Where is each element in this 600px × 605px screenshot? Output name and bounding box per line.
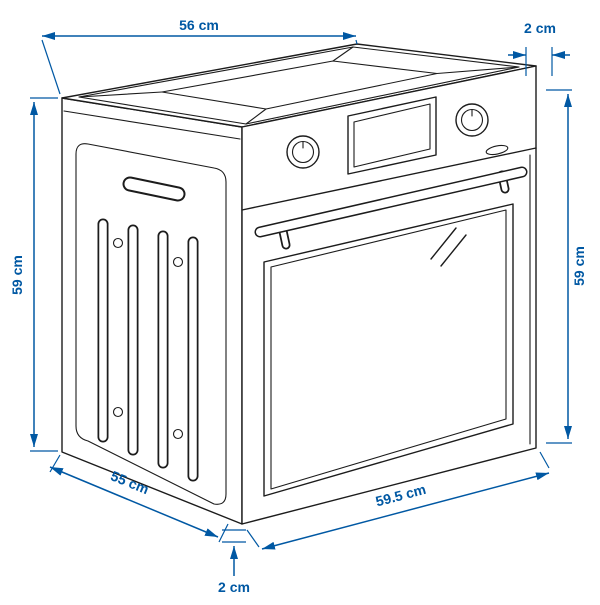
- side-panel-ribs: [97, 218, 199, 482]
- top-frame-corner-brace: [332, 46, 354, 62]
- extension-line: [246, 529, 260, 548]
- screw-hole: [112, 237, 124, 249]
- knob-right: [455, 103, 489, 137]
- oven-front: [241, 65, 537, 525]
- knob-left: [286, 135, 320, 169]
- dimension-label-height-right: 59 cm: [571, 246, 587, 286]
- dimension-arrow: [49, 466, 219, 538]
- dimension-label-door-thickness-top: 2 cm: [524, 20, 556, 36]
- dimension-door-thickness-top: 2 cm: [508, 20, 570, 76]
- screw-hole: [112, 406, 124, 418]
- dimension-height-left: 59 cm: [9, 97, 58, 452]
- screw-hole: [172, 256, 184, 268]
- extension-line: [539, 451, 550, 469]
- control-panel-divider: [241, 147, 537, 211]
- dimension-door-overhang-bottom: 2 cm: [218, 529, 250, 595]
- screw-hole: [172, 428, 184, 440]
- extension-line: [355, 39, 358, 45]
- dimension-top-width: 56 cm: [41, 17, 358, 95]
- dimension-label-top-width: 56 cm: [179, 17, 219, 33]
- side-panel-handle-slot: [122, 176, 186, 202]
- top-frame-corner-brace: [78, 91, 163, 98]
- oven-illustration: [61, 43, 537, 525]
- extension-line: [41, 39, 61, 95]
- dimension-label-door-overhang-bottom: 2 cm: [218, 579, 250, 595]
- oven-side-panel: [61, 97, 243, 525]
- door-handle: [254, 166, 528, 250]
- dimension-label-height-left: 59 cm: [9, 255, 25, 295]
- top-frame-corner-brace: [245, 108, 267, 125]
- vent-slot: [485, 144, 509, 156]
- glass-reflection-icon: [430, 227, 467, 267]
- door-glass: [263, 203, 514, 497]
- extension-line: [218, 523, 229, 543]
- side-panel-outline: [61, 97, 243, 525]
- dimension-arrow: [261, 472, 550, 550]
- side-panel-screw-holes: [112, 237, 184, 440]
- display: [347, 96, 437, 175]
- top-frame-corner-brace: [436, 66, 520, 75]
- control-panel: [286, 96, 509, 175]
- side-panel-top-flange: [63, 110, 241, 140]
- dimension-height-right: 59 cm: [546, 89, 587, 444]
